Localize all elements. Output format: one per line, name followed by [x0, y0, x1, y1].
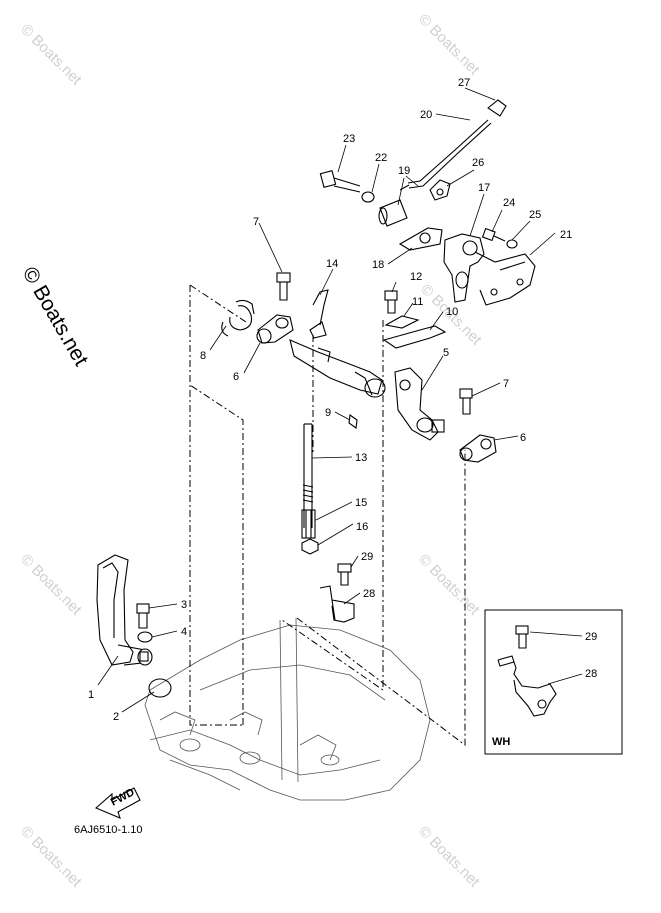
- part-22-washer: [361, 191, 375, 203]
- callout-6b: 6: [520, 432, 526, 444]
- phantom-lines: [189, 284, 466, 747]
- callout-8: 8: [200, 350, 206, 362]
- inset-callout-29: 29: [585, 631, 597, 643]
- callout-29: 29: [361, 551, 373, 563]
- part-28-bracket: [319, 585, 355, 623]
- drawing-code: 6AJ6510-1.10: [74, 824, 143, 836]
- inset-part-28-bracket: [497, 655, 557, 717]
- part-9-pin: [348, 414, 358, 429]
- callout-9: 9: [325, 407, 331, 419]
- watermark-text: © Boats.net: [17, 21, 85, 89]
- callout-16: 16: [356, 521, 368, 533]
- part-6-joint-right: [459, 434, 497, 463]
- part-7-bolt: [276, 272, 291, 301]
- callout-27: 27: [458, 77, 470, 89]
- part-21-bracket: [474, 251, 536, 306]
- callout-22: 22: [375, 152, 387, 164]
- callout-11: 11: [412, 296, 423, 308]
- part-4-washer: [137, 631, 153, 643]
- callout-3: 3: [181, 599, 187, 611]
- callout-1: 1: [88, 689, 94, 701]
- part-5-shift-shaft: [289, 339, 445, 441]
- part-10-bracket: [382, 325, 447, 349]
- watermark-text: © Boats.net: [415, 11, 483, 79]
- callout-labels: 1 2 3 4 5 6 6 7 7 8 9 10 11 12 13 14 15 …: [88, 77, 572, 723]
- wh-inset: 29 28 WH: [484, 609, 623, 755]
- part-23-bolt: [319, 170, 361, 193]
- part-8-clip: [221, 299, 255, 337]
- callout-24: 24: [503, 197, 515, 209]
- part-27-cap: [487, 99, 507, 117]
- callout-10: 10: [446, 306, 458, 318]
- watermark-text: © Boats.net: [415, 551, 483, 619]
- callout-5: 5: [443, 347, 449, 359]
- fwd-arrow: FWD: [94, 786, 141, 819]
- part-15-nut: [301, 509, 316, 539]
- part-11-plate: [384, 315, 420, 329]
- part-16-nut: [301, 538, 319, 555]
- part-7-bolt-right: [459, 388, 473, 415]
- callout-14: 14: [326, 258, 338, 270]
- callout-15: 15: [355, 497, 367, 509]
- part-29-screw: [337, 563, 352, 586]
- part-17-lever: [443, 233, 485, 303]
- part-3-bolt: [136, 603, 150, 629]
- callout-20: 20: [420, 109, 432, 121]
- callout-18: 18: [372, 259, 384, 271]
- watermark-text: © Boats.net: [415, 823, 483, 891]
- part-6-joint: [256, 314, 294, 344]
- inset-callout-28: 28: [585, 668, 597, 680]
- part-26-clip: [429, 179, 451, 201]
- callout-19: 19: [398, 165, 410, 177]
- lower-bracket-housing: [144, 617, 431, 801]
- callout-7: 7: [253, 216, 259, 228]
- callout-13: 13: [355, 452, 367, 464]
- part-1-shift-lever: [96, 554, 153, 666]
- callout-7b: 7: [503, 378, 509, 390]
- inset-label: WH: [492, 736, 510, 748]
- callout-17: 17: [478, 182, 490, 194]
- callout-28: 28: [363, 588, 375, 600]
- callout-2: 2: [113, 711, 119, 723]
- part-25-washer: [506, 239, 518, 249]
- part-2-washer: [148, 678, 172, 698]
- inset-part-29-screw: [515, 625, 529, 649]
- watermark-layer: © Boats.net © Boats.net © Boats.net © Bo…: [17, 11, 485, 891]
- leader-lines: [97, 87, 556, 713]
- callout-26: 26: [472, 157, 484, 169]
- part-14-clip: [309, 289, 329, 339]
- callout-23: 23: [343, 133, 355, 145]
- callout-4: 4: [181, 626, 187, 638]
- part-13-shift-rod: [302, 423, 314, 528]
- part-24-bolt: [481, 227, 506, 242]
- copyright-note: © Boats.net: [18, 263, 93, 370]
- callout-6: 6: [233, 371, 239, 383]
- callout-25: 25: [529, 209, 541, 221]
- callout-12: 12: [410, 271, 422, 283]
- part-19-collar: [378, 199, 408, 227]
- watermark-text: © Boats.net: [17, 551, 85, 619]
- callout-21: 21: [560, 229, 572, 241]
- part-12-bolt: [384, 290, 398, 314]
- part-18-link: [398, 227, 443, 251]
- part-20-rod: [399, 119, 492, 191]
- fwd-label: FWD: [109, 786, 137, 808]
